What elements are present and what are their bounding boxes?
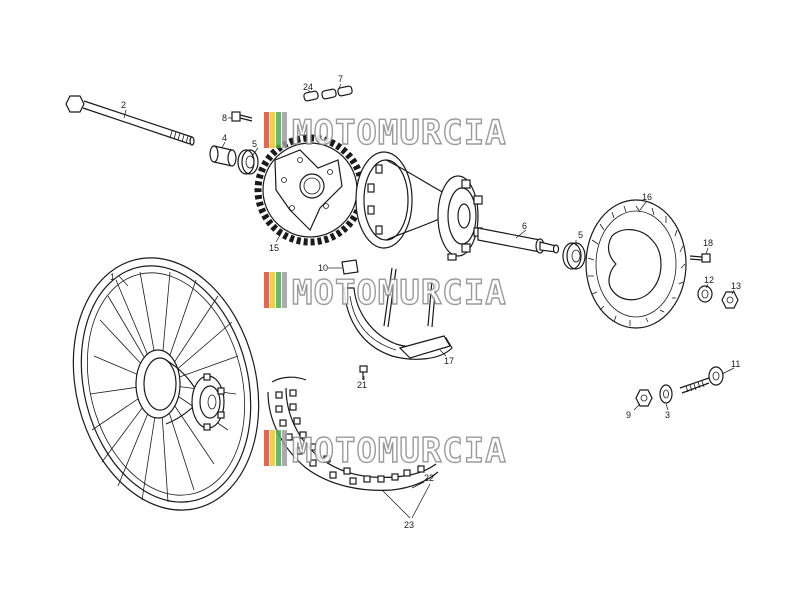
chain-guard-part-17 xyxy=(343,287,453,360)
disc-bolt-part-18 xyxy=(689,253,711,263)
callout-2: 2 xyxy=(121,100,126,110)
brake-disc-part-16 xyxy=(585,199,687,329)
wheel-part-1 xyxy=(72,257,260,511)
callout-21: 21 xyxy=(357,380,367,390)
callout-16: 16 xyxy=(642,192,652,202)
washer-part-12 xyxy=(697,285,713,303)
callout-5-left: 5 xyxy=(252,139,257,149)
callout-labels: 1 2 3 4 5 5 6 7 8 9 10 11 12 13 15 16 17… xyxy=(110,74,741,530)
watermark-text: MOTOMURCIA xyxy=(292,431,507,471)
washer-part-3 xyxy=(659,384,673,404)
callout-18: 18 xyxy=(703,238,713,248)
axle-part xyxy=(65,95,195,146)
bearing-part-5-left xyxy=(237,149,259,175)
watermark-bottom: MOTOMURCIA xyxy=(264,430,507,472)
sprocket-part-15 xyxy=(254,134,366,246)
rear-hub-assembly xyxy=(355,151,483,261)
callout-8: 8 xyxy=(222,113,227,123)
callout-6: 6 xyxy=(522,221,527,231)
tire-knobs xyxy=(275,389,425,485)
bearing-part-5-right xyxy=(562,242,586,270)
watermark-text: MOTOMURCIA xyxy=(292,273,507,313)
callout-10: 10 xyxy=(318,263,328,273)
shaft-part-6 xyxy=(477,227,560,254)
callout-4: 4 xyxy=(222,133,227,143)
callout-12: 12 xyxy=(704,275,714,285)
callout-3: 3 xyxy=(665,410,670,420)
callout-17: 17 xyxy=(444,356,454,366)
nut-part-9 xyxy=(635,389,653,407)
leader-lines xyxy=(118,83,735,519)
callout-13: 13 xyxy=(731,281,741,291)
screw-part-21 xyxy=(359,365,368,380)
callout-22: 22 xyxy=(424,473,434,483)
callout-1: 1 xyxy=(110,272,115,282)
watermark-text: MOTOMURCIA xyxy=(292,113,507,153)
callout-11: 11 xyxy=(731,359,740,369)
spacer-part-4 xyxy=(209,145,237,167)
bolt-part-8 xyxy=(231,111,253,122)
callout-7: 7 xyxy=(338,74,343,84)
adjuster-bolt-part-11 xyxy=(679,366,724,394)
callout-23: 23 xyxy=(404,520,414,530)
watermark-top: MOTOMURCIA xyxy=(264,112,507,154)
chain-link-parts xyxy=(303,85,353,102)
rim-lock-part-10 xyxy=(341,259,437,328)
callout-24: 24 xyxy=(303,82,313,92)
callout-9: 9 xyxy=(626,410,631,420)
disc-vent-holes xyxy=(587,205,686,326)
watermark-middle: MOTOMURCIA xyxy=(264,272,507,314)
tire-parts-22-23 xyxy=(267,376,439,491)
nut-part-13 xyxy=(721,291,739,309)
callout-15: 15 xyxy=(269,243,279,253)
callout-5-right: 5 xyxy=(578,230,583,240)
